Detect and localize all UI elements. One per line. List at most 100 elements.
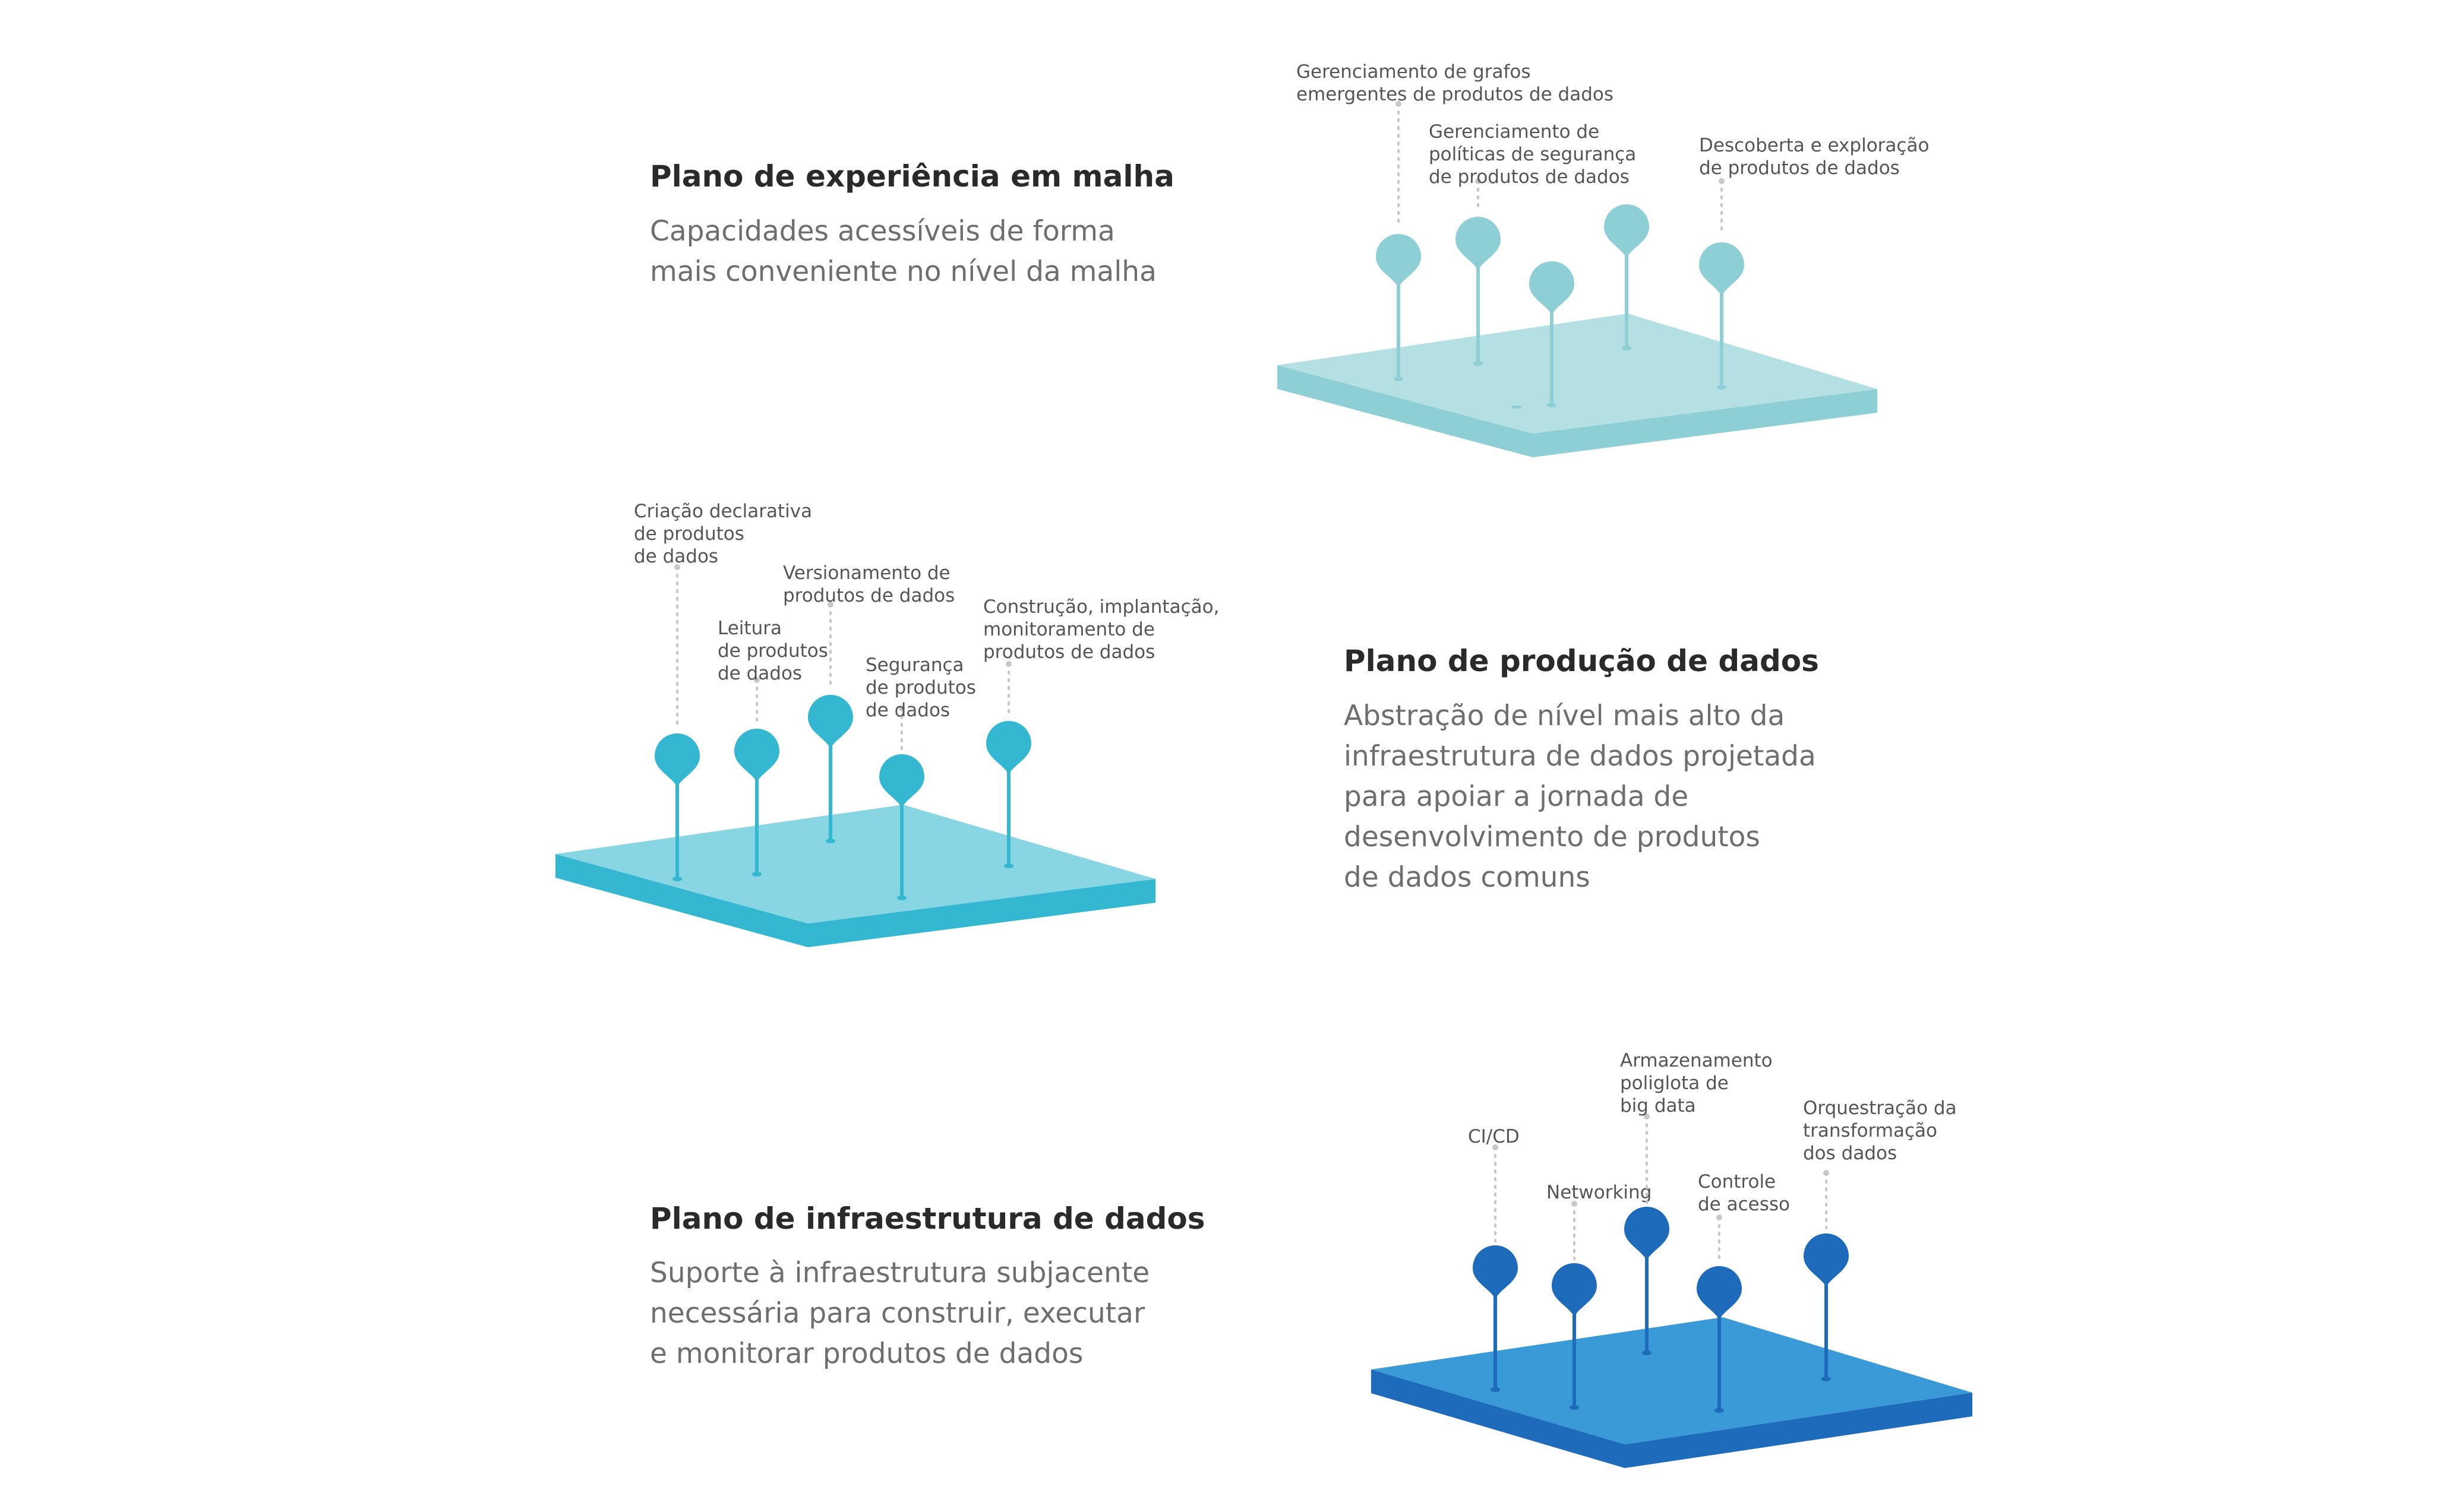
leader-dot	[754, 677, 760, 683]
plane-description-production: Abstração de nível mais alto da infraest…	[1344, 700, 1816, 894]
capability-label-line: de produtos de dados	[1699, 157, 1900, 179]
capability-label-line: Gerenciamento de	[1429, 121, 1599, 143]
plane-title-production: Plano de produção de dados	[1344, 644, 1819, 678]
map-pin-icon	[1473, 1245, 1518, 1299]
capability-label-line: de produtos	[866, 677, 976, 698]
capability-label-line: Controle	[1698, 1171, 1776, 1192]
capability-label-line: Gerenciamento de grafos	[1296, 61, 1530, 83]
slab-right-side	[808, 879, 1155, 947]
pin-foot	[897, 896, 907, 900]
leader-dot	[1006, 661, 1012, 667]
capability-label: CI/CD	[1468, 1126, 1520, 1147]
pin-foot	[1714, 1408, 1724, 1413]
slab-top	[1371, 1317, 1972, 1444]
pin-foot	[1622, 346, 1631, 350]
pin-foot	[1004, 863, 1013, 868]
plane-title-infrastructure: Plano de infraestrutura de dados	[650, 1201, 1205, 1236]
slab-top	[555, 805, 1155, 923]
pin-foot	[1547, 403, 1556, 407]
pin-foot	[1473, 361, 1483, 366]
pin-foot	[1570, 1405, 1579, 1410]
pin-foot	[1717, 385, 1726, 390]
leader-dot	[674, 564, 680, 570]
map-pin-icon	[655, 733, 700, 787]
map-pin-icon	[1376, 234, 1421, 287]
capability-label-line: dos dados	[1803, 1143, 1897, 1164]
slab-top	[1277, 314, 1877, 434]
capability-label-line: big data	[1620, 1095, 1696, 1116]
map-pin-icon	[1552, 1263, 1597, 1317]
capability-label-line: Networking	[1546, 1182, 1652, 1203]
map-pin-icon	[808, 695, 853, 748]
leader-dot	[899, 706, 905, 711]
leader-dot	[1719, 178, 1725, 184]
pin-foot	[1642, 1350, 1652, 1355]
pin-foot	[752, 872, 762, 877]
leader-dot	[1823, 1170, 1829, 1176]
map-pin-icon	[1699, 242, 1744, 296]
map-pin-icon	[734, 729, 779, 782]
map-pin-icon	[986, 721, 1031, 774]
leader-dot	[1492, 1144, 1498, 1150]
pin-foot	[1821, 1377, 1831, 1381]
leader-dot	[1644, 1114, 1650, 1119]
capability-pin	[1529, 261, 1574, 407]
capability-pin: Networking	[1546, 1182, 1652, 1410]
map-pin-icon	[1624, 1207, 1669, 1260]
pin-foot	[1394, 377, 1403, 381]
capability-label-line: Criação declarativa	[634, 501, 812, 522]
capability-label-line: políticas de segurança	[1429, 144, 1636, 165]
capability-label-line: produtos de dados	[783, 585, 955, 606]
capability-label-line: de produtos	[634, 523, 744, 545]
pin-foot	[826, 839, 835, 843]
map-pin-icon	[1455, 217, 1501, 270]
capability-label-line: Construção, implantação,	[983, 596, 1219, 618]
capability-label-line: poliglota de	[1620, 1073, 1729, 1094]
slab-marker	[1512, 406, 1521, 409]
slab-right-side	[1625, 1393, 1972, 1468]
slab-left-side	[1371, 1369, 1625, 1468]
capability-label-line: de dados	[718, 663, 802, 684]
leader-dot	[1571, 1201, 1577, 1207]
capability-label: Networking	[1546, 1182, 1652, 1203]
plane-description-infrastructure: Suporte à infraestrutura subjacente nece…	[650, 1257, 1150, 1370]
capability-label-line: de produtos	[718, 640, 828, 662]
capability-label-line: emergentes de produtos de dados	[1296, 84, 1613, 105]
capability-label-line: monitoramento de	[983, 619, 1155, 640]
pin-foot	[672, 877, 682, 881]
leader-dot	[1716, 1214, 1722, 1220]
capability-label-line: Versionamento de	[783, 562, 951, 584]
map-pin-icon	[1529, 261, 1574, 315]
capability-label-line: CI/CD	[1468, 1126, 1520, 1147]
capability-label-line: de produtos de dados	[1429, 166, 1630, 188]
capability-label-line: transformação	[1803, 1120, 1937, 1141]
capability-pin: Construção, implantação,monitoramento de…	[983, 596, 1219, 868]
leader-dot	[828, 602, 833, 608]
plane-description-experience: Capacidades acessíveis de forma mais con…	[650, 215, 1157, 288]
leader-dot	[1395, 101, 1401, 107]
map-pin-icon	[1697, 1266, 1742, 1320]
slab-right-side	[1533, 389, 1877, 457]
slab-left-side	[1277, 365, 1533, 457]
